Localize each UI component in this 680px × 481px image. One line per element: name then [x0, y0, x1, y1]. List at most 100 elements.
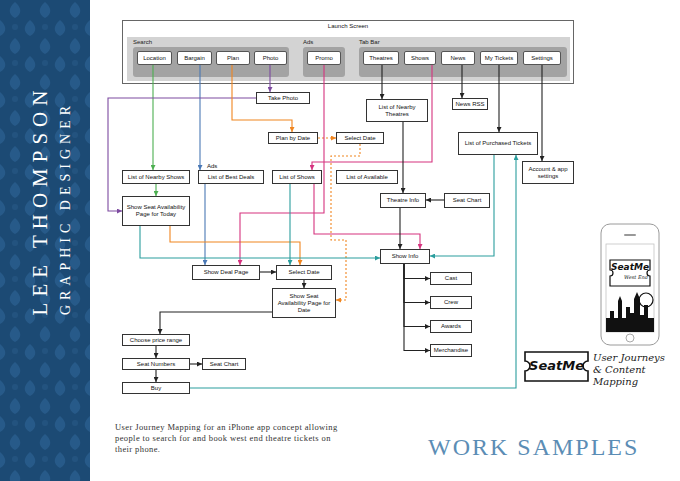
node-label: Select Date [288, 269, 319, 276]
flow-connector [404, 264, 430, 303]
node-heading: Ads [303, 39, 313, 46]
node-label: News RSS [455, 101, 484, 108]
menu-button: My Tickets [480, 51, 518, 65]
phone-logo: SeatMe [610, 262, 650, 273]
node-label: Plan [227, 55, 239, 62]
page-box: Merchandise [430, 344, 472, 357]
flow-connector [314, 184, 420, 249]
flow-connector [204, 184, 205, 265]
page-box: Account & app settings [522, 161, 574, 184]
menu-button: News [441, 51, 475, 65]
designer-role: GRAPHIC DESIGNER [56, 58, 76, 358]
page-box: List of Nearby Theatres [366, 99, 428, 122]
node-label: Promo [315, 55, 333, 62]
ticket-icon [610, 260, 650, 286]
node-label: Seat Chart [453, 197, 482, 204]
flow-connector [155, 184, 156, 196]
flow-connector [303, 280, 304, 288]
flow-connector [381, 65, 382, 99]
page-box: List of Shows [272, 170, 322, 184]
node-label: Show Seat Availability Page for Date [275, 293, 333, 314]
node-heading: Ads [207, 163, 217, 170]
node-label: Theatre Info [387, 197, 419, 204]
node-label: List of Nearby Theatres [369, 104, 425, 118]
side-band [0, 0, 90, 481]
page-box: Show Seat Availability Page for Date [272, 288, 336, 318]
page-box: Plan by Date [268, 132, 318, 144]
node-label: My Tickets [485, 55, 513, 62]
node-label: Shows [411, 55, 429, 62]
flow-connector [269, 65, 270, 92]
flow-connector [155, 370, 156, 382]
node-label: Awards [441, 323, 461, 330]
node-label: Bargain [184, 55, 205, 62]
node-label: Account & app settings [525, 166, 571, 180]
page-box: Awards [430, 320, 472, 333]
node-label: Settings [531, 55, 553, 62]
flow-connector [318, 137, 336, 138]
node-label: Choose price range [130, 337, 182, 344]
flow-connector [498, 65, 499, 132]
logo-ticket [525, 352, 588, 381]
menu-button: Plan [216, 51, 250, 65]
flow-connector [140, 226, 380, 258]
menu-button: Shows [404, 51, 436, 65]
page-box: Choose price range [122, 334, 190, 346]
phone-home-button [626, 334, 634, 342]
menu-button: Location [137, 51, 172, 65]
screen-frame: Launch ScreenSearchLocation Bargain Plan Ph… [122, 20, 574, 84]
node-label: List of Purchased Tickets [465, 140, 532, 147]
node-heading: Search [133, 39, 152, 46]
page-box: List of Purchased Tickets [458, 132, 538, 155]
button-group: Tab BarTheatresShowsNewsMy TicketsSettin… [359, 47, 567, 77]
menu-button: Settings [523, 51, 561, 65]
flow-connector [160, 312, 272, 334]
node-label: Seat Chart [210, 361, 239, 368]
caption: User Journey Mapping for an iPhone app c… [115, 422, 347, 455]
flow-connector [426, 199, 444, 200]
page-box: News RSS [452, 98, 488, 110]
flow-connector [430, 155, 494, 256]
node-label: Show Seat Availability Page for Today [125, 204, 187, 218]
node-label: List of Best Deals [208, 174, 255, 181]
flow-connector [312, 65, 432, 170]
flow-connector [232, 65, 292, 132]
node-label: Show Deal Page [204, 269, 249, 276]
flow-connector [402, 122, 403, 193]
page-box: Take Photo [256, 92, 310, 104]
phone-body [601, 224, 659, 345]
node-label: Theatres [369, 55, 393, 62]
node-label: Merchandise [434, 347, 468, 354]
page-box: Seat Numbers [122, 358, 190, 370]
page-box: Buy [122, 382, 190, 394]
node-label: List of Nearby Shows [128, 174, 185, 181]
node-label: Crew [444, 299, 458, 306]
logo-wordmark: SeatMe [525, 357, 588, 375]
flow-connector [404, 264, 430, 327]
flow-connector [399, 208, 400, 249]
node-label: Cast [445, 275, 457, 282]
flow-connector [170, 226, 300, 265]
flow-connector [404, 264, 430, 351]
menu-button: Theatres [363, 51, 399, 65]
node-heading: Launch Screen [123, 23, 573, 30]
flow-connector [404, 264, 430, 279]
page-box: Select Date [276, 265, 332, 280]
button-group: SearchLocationBargainPlanPhoto [133, 47, 289, 77]
flow-connector [199, 65, 200, 170]
menu-button: Photo [254, 51, 287, 65]
node-label: Show Info [392, 253, 419, 260]
node-label: List of Shows [279, 174, 315, 181]
node-heading: Tab Bar [359, 39, 380, 46]
node-label: Location [143, 55, 166, 62]
page-box: List of Nearby Shows [122, 170, 190, 184]
flow-connector [155, 346, 156, 358]
menu-button: Promo [307, 51, 341, 65]
launch-band [127, 37, 570, 81]
section-heading: WORK SAMPLES [428, 433, 678, 461]
node-label: Take Photo [268, 95, 298, 102]
page-box: Cast [430, 272, 472, 285]
button-group: AdsPromo [303, 47, 345, 77]
